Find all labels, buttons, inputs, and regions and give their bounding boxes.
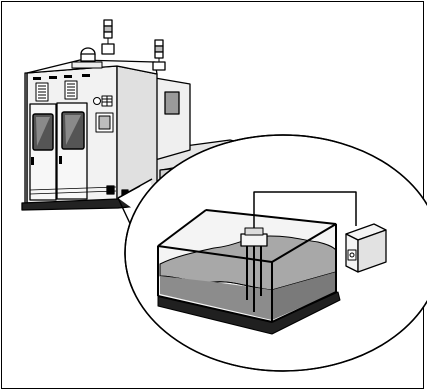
rear-block (155, 78, 190, 160)
rear-window (165, 92, 179, 114)
controller-box-icon (346, 224, 386, 272)
control-panel-icon (94, 96, 114, 132)
